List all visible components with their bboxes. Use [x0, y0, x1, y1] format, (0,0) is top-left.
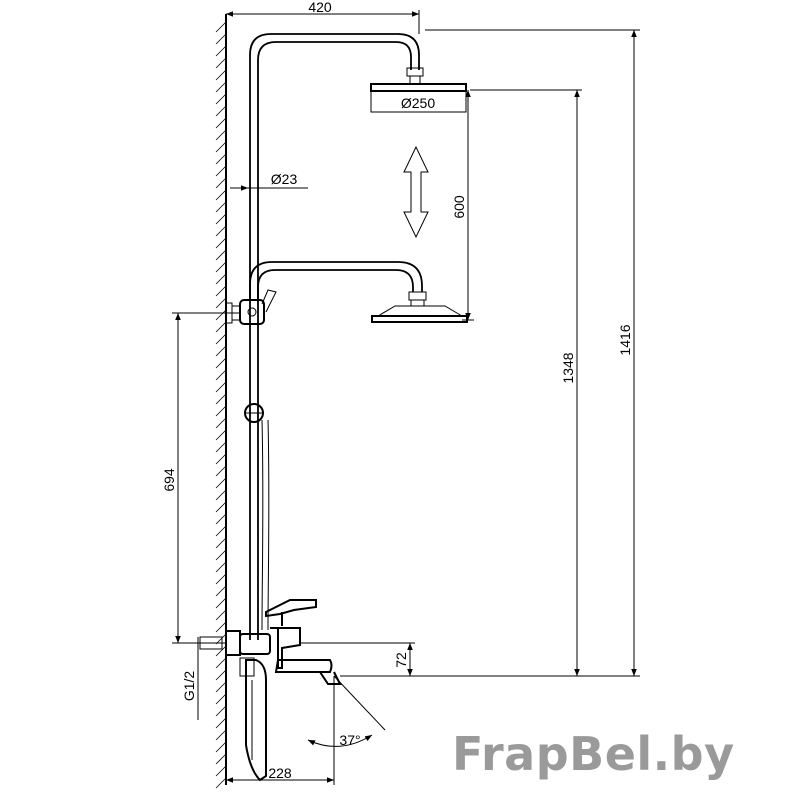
- hatch-line: [215, 537, 227, 549]
- hatch-line: [215, 237, 227, 249]
- dim-spout-angle: 37°: [339, 732, 360, 748]
- hatch-line: [215, 765, 227, 777]
- hatch-line: [215, 585, 227, 597]
- hatch-line: [215, 141, 227, 153]
- wall: [215, 14, 227, 789]
- hatch-line: [215, 213, 227, 225]
- hatch-line: [215, 285, 227, 297]
- hatch-line: [215, 753, 227, 765]
- mixer: [199, 599, 342, 685]
- hatch-line: [215, 777, 227, 789]
- hatch-line: [215, 225, 227, 237]
- hatch-line: [215, 705, 227, 717]
- hatch-line: [215, 501, 227, 513]
- hatch-line: [215, 633, 227, 645]
- upper-wall-bracket: [225, 289, 277, 325]
- watermark-text: FrapBel.by: [452, 727, 735, 781]
- hatch-line: [215, 609, 227, 621]
- hatch-line: [215, 345, 227, 357]
- hatch-line: [215, 261, 227, 273]
- hatch-line: [215, 513, 227, 525]
- hatch-line: [215, 489, 227, 501]
- hatch-line: [215, 57, 227, 69]
- hatch-line: [215, 429, 227, 441]
- hatch-line: [215, 189, 227, 201]
- hatch-line: [215, 69, 227, 81]
- hatch-line: [215, 297, 227, 309]
- dim-pipe-diameter: Ø23: [271, 171, 298, 187]
- hatch-line: [215, 45, 227, 57]
- hose: [261, 419, 270, 631]
- hatch-line: [215, 81, 227, 93]
- hatch-line: [215, 21, 227, 33]
- hatch-line: [215, 729, 227, 741]
- dim-head-diameter: Ø250: [401, 95, 435, 111]
- hatch-line: [215, 465, 227, 477]
- hatch-line: [215, 621, 227, 633]
- hatch-line: [215, 369, 227, 381]
- hatch-line: [215, 393, 227, 405]
- hatch-line: [215, 405, 227, 417]
- hatch-line: [215, 669, 227, 681]
- hatch-line: [215, 477, 227, 489]
- hatch-line: [215, 273, 227, 285]
- wall-hatching: [215, 21, 227, 789]
- hatch-line: [215, 321, 227, 333]
- hatch-line: [215, 357, 227, 369]
- dim-spout-reach: 228: [268, 765, 292, 781]
- hatch-line: [215, 381, 227, 393]
- hatch-line: [215, 681, 227, 693]
- dimension-labels: 420 Ø250 Ø23 600 1416 1348 694 72 G1/2 3…: [161, 0, 633, 781]
- shower-arm-lower-position: [249, 261, 468, 323]
- hatch-line: [215, 453, 227, 465]
- dim-head-height: 1348: [560, 352, 576, 383]
- hatch-line: [215, 309, 227, 321]
- riser-pipe: [249, 33, 420, 640]
- hatch-line: [215, 333, 227, 345]
- hatch-line: [215, 105, 227, 117]
- hatch-line: [215, 129, 227, 141]
- dim-spout-height: 72: [393, 652, 409, 668]
- hatch-line: [215, 561, 227, 573]
- hatch-line: [215, 153, 227, 165]
- hatch-line: [215, 249, 227, 261]
- hatch-line: [215, 645, 227, 657]
- hatch-line: [215, 93, 227, 105]
- hatch-line: [215, 597, 227, 609]
- hatch-line: [215, 441, 227, 453]
- dim-total-height: 1416: [617, 324, 633, 355]
- hatch-line: [215, 525, 227, 537]
- dim-bracket-spacing: 694: [161, 468, 177, 492]
- hatch-line: [215, 549, 227, 561]
- slide-ring: [244, 403, 264, 423]
- hatch-line: [215, 717, 227, 729]
- hatch-line: [215, 693, 227, 705]
- dim-thread: G1/2: [181, 671, 197, 702]
- hand-shower: [245, 659, 267, 782]
- hatch-line: [215, 33, 227, 45]
- hatch-line: [215, 117, 227, 129]
- dimension-lines: [172, 10, 640, 785]
- dim-travel: 600: [451, 195, 467, 219]
- hatch-line: [215, 741, 227, 753]
- dim-top-width: 420: [308, 0, 332, 15]
- hatch-line: [215, 165, 227, 177]
- adjustment-arrow: [403, 145, 429, 239]
- hatch-line: [215, 657, 227, 669]
- hatch-line: [215, 177, 227, 189]
- hatch-line: [215, 201, 227, 213]
- hatch-line: [215, 573, 227, 585]
- hatch-line: [215, 417, 227, 429]
